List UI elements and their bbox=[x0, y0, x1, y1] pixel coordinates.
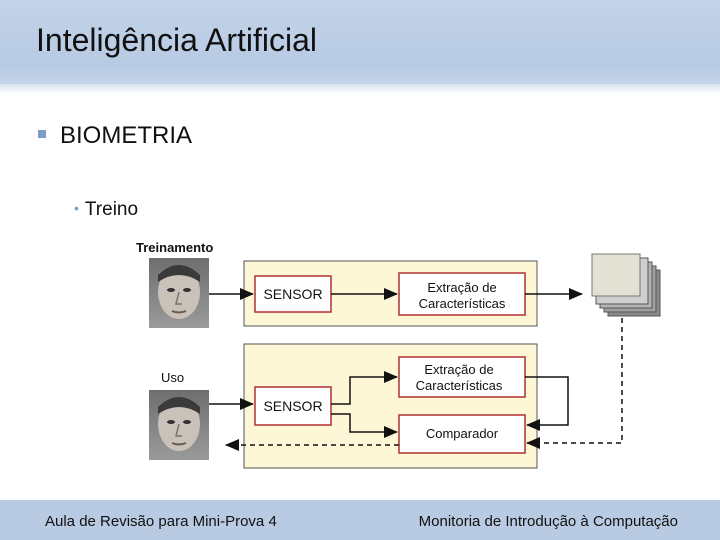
biometry-diagram: Treinamento Uso SENSOR Extração de Carac… bbox=[136, 240, 661, 469]
face-image-training bbox=[149, 258, 209, 328]
round-bullet-icon: • bbox=[74, 200, 79, 216]
title-band-edge bbox=[0, 84, 720, 94]
slide-title: Inteligência Artificial bbox=[36, 22, 318, 58]
sensor-bottom-label: SENSOR bbox=[263, 398, 322, 414]
bullet-biometria-text: BIOMETRIA bbox=[60, 122, 193, 149]
extract-box-top bbox=[398, 272, 526, 316]
dashed-feedback-lines bbox=[225, 318, 623, 451]
comparator-label: Comparador bbox=[426, 426, 499, 441]
face-image-use bbox=[149, 390, 209, 460]
extract-bottom-line2: Características bbox=[416, 378, 503, 393]
footer-bar bbox=[0, 500, 720, 540]
sensor-top-label: SENSOR bbox=[263, 286, 322, 302]
title-area: Inteligência Artificial bbox=[0, 0, 720, 94]
bullet-treino: • Treino bbox=[74, 199, 138, 221]
title-band bbox=[0, 0, 720, 92]
extract-top-line1: Extração de bbox=[427, 280, 496, 295]
extract-top-line2: Características bbox=[419, 296, 506, 311]
comparator-box bbox=[398, 414, 526, 454]
extract-bottom-line1: Extração de bbox=[424, 362, 493, 377]
sensor-box-top bbox=[254, 275, 332, 313]
square-bullet-icon bbox=[38, 129, 46, 138]
use-flow-arrows bbox=[209, 371, 569, 438]
sensor-box-bottom bbox=[254, 386, 332, 426]
bullet-biometria: BIOMETRIA bbox=[38, 122, 192, 150]
label-training: Treinamento bbox=[136, 240, 213, 255]
footer-left-text: Aula de Revisão para Mini-Prova 4 bbox=[45, 513, 277, 530]
bullet-treino-text: Treino bbox=[84, 199, 139, 220]
database-stack-icon bbox=[591, 253, 661, 317]
footer-right-text: Monitoria de Introdução à Computação bbox=[418, 513, 678, 530]
label-use: Uso bbox=[161, 370, 184, 385]
